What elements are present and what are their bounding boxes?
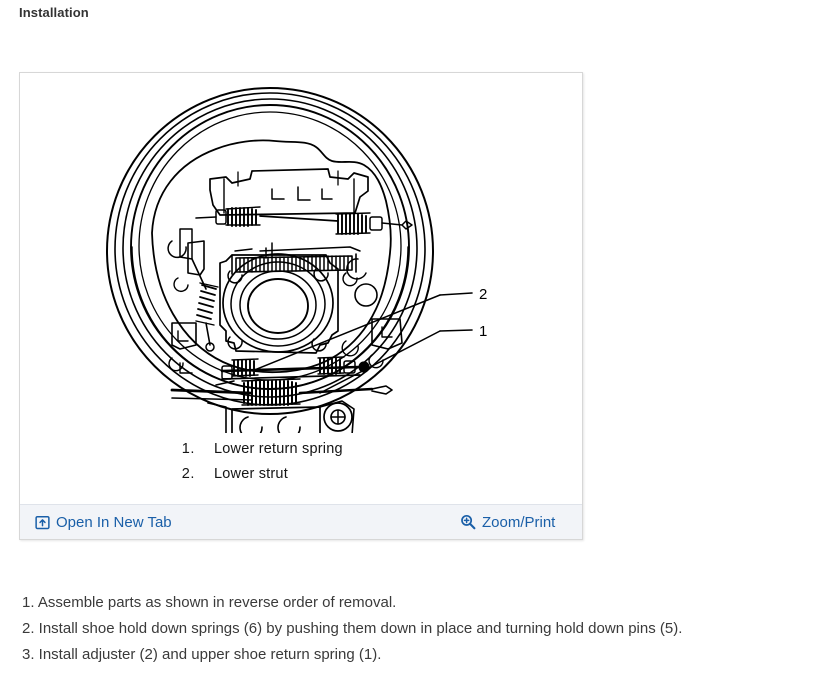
step-line: 2. Install shoe hold down springs (6) by… (22, 620, 683, 637)
brake-assembly-svg: 2 1 (106, 87, 487, 433)
open-in-new-tab-button[interactable]: Open In New Tab (35, 514, 172, 531)
caption-label: Lower strut (214, 466, 288, 482)
brake-assembly-diagram: 2 1 (20, 73, 582, 433)
figure-footer-toolbar: Open In New Tab Zoom/Print (20, 504, 582, 539)
callout-label-1: 1 (479, 323, 487, 340)
open-in-new-tab-label: Open In New Tab (56, 513, 172, 531)
caption-item: 2. Lower strut (20, 466, 582, 482)
step-line: 1. Assemble parts as shown in reverse or… (22, 594, 397, 611)
caption-label: Lower return spring (214, 441, 343, 457)
installation-steps: 1. Assemble parts as shown in reverse or… (22, 590, 812, 668)
figure-panel: 2 1 1. Lower return spring 2. Lower stru… (19, 72, 583, 540)
figure-body: 2 1 1. Lower return spring 2. Lower stru… (20, 73, 582, 505)
page-title: Installation (19, 5, 89, 20)
zoom-print-button[interactable]: Zoom/Print (460, 514, 555, 531)
step-line: 3. Install adjuster (2) and upper shoe r… (22, 646, 382, 663)
open-in-new-tab-icon (35, 515, 50, 530)
figure-caption-list: 1. Lower return spring 2. Lower strut (20, 441, 582, 491)
magnifier-plus-icon (460, 514, 476, 530)
caption-item: 1. Lower return spring (20, 441, 582, 457)
caption-number: 1. (181, 441, 195, 457)
zoom-print-label: Zoom/Print (482, 513, 556, 531)
caption-number: 2. (181, 466, 195, 482)
callout-label-2: 2 (479, 286, 487, 303)
